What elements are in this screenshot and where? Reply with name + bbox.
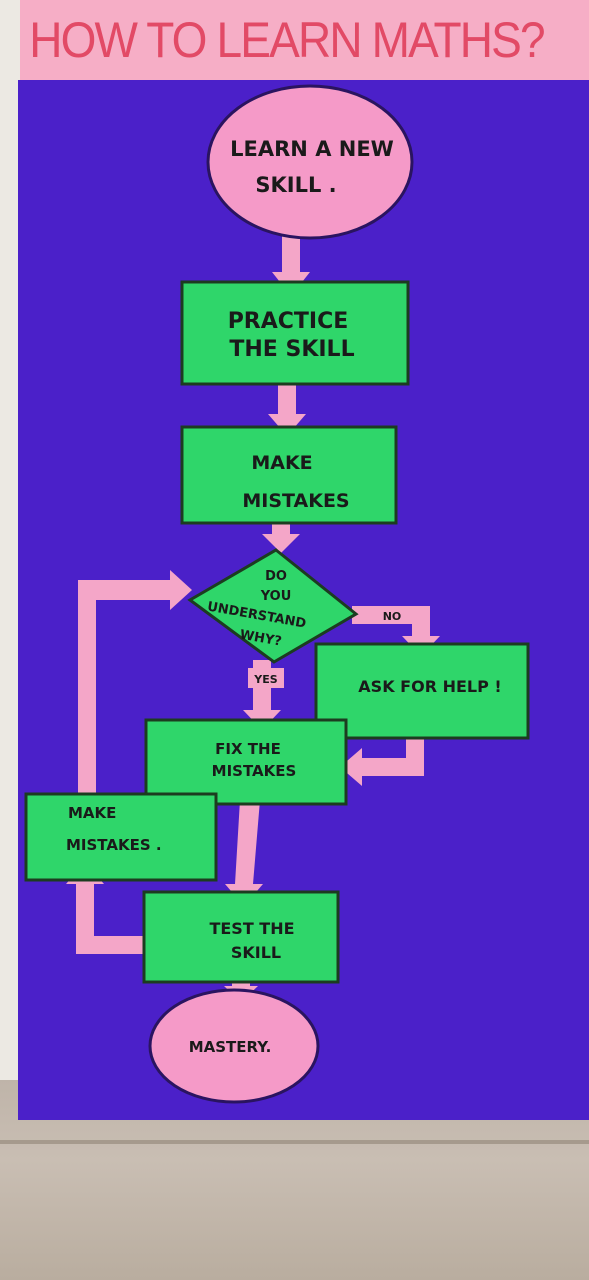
node-practice: PRACTICE THE SKILL: [180, 280, 410, 386]
arrow-practice-to-mistakes: [268, 385, 306, 436]
node-start: LEARN A NEW SKILL .: [206, 84, 414, 240]
node-fix: FIX THE MISTAKES: [144, 718, 348, 806]
branch-label-no: NO: [383, 610, 402, 623]
practice-line2: THE SKILL: [229, 337, 354, 362]
poster-title: HOW TO LEARN MATHS?: [29, 12, 545, 68]
test-line2: SKILL: [231, 943, 281, 962]
arrow-loop-to-decision: [78, 570, 192, 794]
branch-tag-no: NO: [362, 606, 422, 624]
floor-edge: [0, 1140, 589, 1144]
decision-line4: WHY?: [239, 628, 283, 650]
arrow-decision-to-fix: [243, 660, 281, 730]
mistakes2-line1: MAKE: [68, 804, 116, 822]
fix-line1: FIX THE: [215, 740, 281, 758]
practice-line1: PRACTICE: [228, 309, 349, 334]
arrow-ask-to-fix: [340, 730, 424, 786]
mistakes-line1: MAKE: [251, 452, 312, 474]
branch-tag-yes: YES: [248, 668, 284, 688]
arrow-test-to-mistakes2: [66, 862, 144, 954]
decision-line2: YOU: [260, 589, 292, 604]
title-strip: HOW TO LEARN MATHS?: [20, 0, 589, 80]
test-line1: TEST THE: [209, 919, 294, 938]
start-line2: SKILL .: [255, 173, 336, 197]
node-make-mistakes-2: MAKE MISTAKES .: [24, 792, 218, 882]
node-make-mistakes: MAKE MISTAKES: [180, 425, 398, 525]
node-ask-help: ASK FOR HELP !: [314, 642, 530, 740]
branch-label-yes: YES: [253, 673, 277, 686]
start-line1: LEARN A NEW: [230, 137, 394, 161]
arrow-fix-to-test: [225, 800, 263, 906]
mistakes-line2: MISTAKES: [242, 490, 349, 512]
fix-line2: MISTAKES: [212, 762, 297, 780]
node-end: MASTERY.: [148, 988, 320, 1104]
end-label: MASTERY.: [189, 1038, 272, 1056]
node-test: TEST THE SKILL: [142, 890, 340, 984]
decision-line1: DO: [265, 569, 287, 584]
mistakes2-line2: MISTAKES .: [66, 836, 162, 854]
arrow-mistakes-to-decision: [262, 522, 300, 553]
ask-help-label: ASK FOR HELP !: [358, 677, 501, 696]
